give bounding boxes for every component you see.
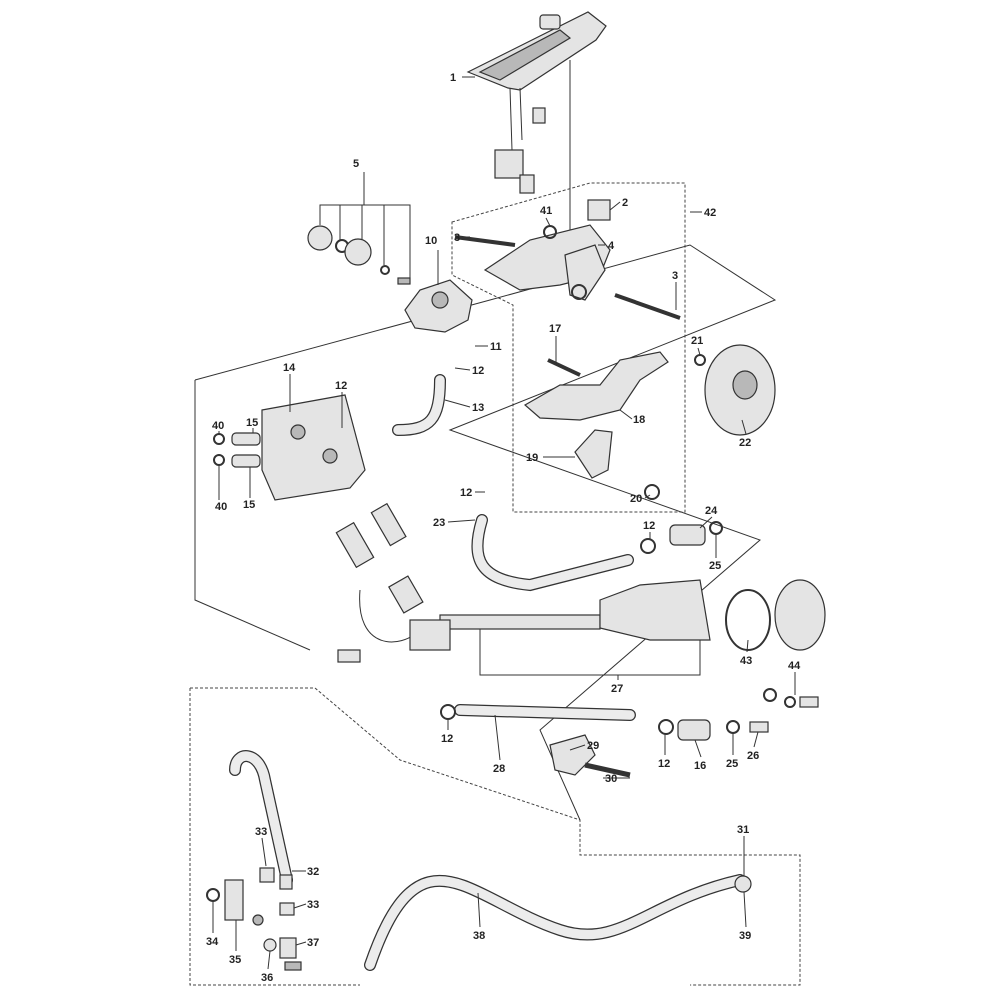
callout-label: 12 <box>335 380 347 392</box>
callout-label: 23 <box>433 517 445 529</box>
callout-label: 11 <box>490 341 502 353</box>
callout-label: 37 <box>307 937 319 949</box>
handle-cover-part[interactable] <box>466 11 607 240</box>
callout-label: 12 <box>658 758 670 770</box>
leader-line <box>746 639 749 653</box>
leader-line <box>609 201 621 211</box>
hose-fill <box>365 875 745 970</box>
knob-set-part[interactable] <box>307 172 411 285</box>
callout-label: 44 <box>788 660 801 672</box>
callout-label: 42 <box>704 207 716 219</box>
fittings-part[interactable] <box>439 521 819 778</box>
leader-line <box>743 891 747 928</box>
callout-label: 3 <box>672 270 678 282</box>
leader-line <box>569 744 586 751</box>
leader-line <box>545 217 551 227</box>
lockout-part[interactable] <box>574 429 660 500</box>
callout-label: 29 <box>587 740 599 752</box>
callout-label: 43 <box>740 655 752 667</box>
callout-label: 32 <box>307 866 319 878</box>
leader-line <box>494 714 501 761</box>
flywheel-part[interactable] <box>694 344 776 436</box>
callout-label: 34 <box>206 936 219 948</box>
leader-line <box>454 367 471 371</box>
callout-label: 33 <box>307 899 319 911</box>
callout-label: 40 <box>215 501 227 513</box>
callout-label: 41 <box>540 205 552 217</box>
callout-label: 27 <box>611 683 623 695</box>
hose-fill <box>393 375 445 435</box>
callout-label: 38 <box>473 930 485 942</box>
callout-label: 30 <box>605 773 617 785</box>
leader-line <box>699 516 713 529</box>
leader-line <box>267 950 271 970</box>
callout-label: 16 <box>694 760 706 772</box>
fuel-tap-part[interactable] <box>206 867 752 971</box>
leader-line <box>295 941 307 946</box>
callout-label: 24 <box>705 505 718 517</box>
hose-fill <box>472 515 633 590</box>
drive-shaft-part[interactable] <box>359 579 826 676</box>
pump-part[interactable] <box>404 250 473 333</box>
callout-label: 13 <box>472 402 484 414</box>
callout-label: 15 <box>246 417 258 429</box>
leader-line <box>741 419 747 435</box>
callout-label: 35 <box>229 954 241 966</box>
group-frame-left <box>194 380 311 651</box>
hoses <box>229 374 746 971</box>
callout-label: 36 <box>261 972 273 984</box>
callout-label: 19 <box>526 452 538 464</box>
hose-fill <box>455 705 635 720</box>
callout-label: 2 <box>622 197 628 209</box>
callout-label: 28 <box>493 763 505 775</box>
callout-label: 1 <box>450 72 456 84</box>
callout-label: 17 <box>549 323 561 335</box>
callout-label: 25 <box>709 560 721 572</box>
callout-label: 31 <box>737 824 749 836</box>
hose-outline <box>364 874 746 971</box>
leader-line <box>644 494 651 499</box>
leader-line <box>261 837 267 867</box>
leader-line <box>753 731 759 748</box>
group-frame-lower-left <box>189 688 360 986</box>
callout-label: 5 <box>353 158 359 170</box>
callout-label: 33 <box>255 826 267 838</box>
callout-label: 22 <box>739 437 751 449</box>
callout-label: 12 <box>441 733 453 745</box>
callout-label: 3 <box>454 232 460 244</box>
leader-lines <box>212 76 796 970</box>
callout-label: 12 <box>643 520 655 532</box>
callout-label: 25 <box>726 758 738 770</box>
callout-label: 4 <box>608 240 615 252</box>
callout-label: 12 <box>460 487 472 499</box>
leader-line <box>447 519 476 523</box>
callout-label: 21 <box>691 335 703 347</box>
callout-label: 15 <box>243 499 255 511</box>
leader-line <box>619 409 633 420</box>
hose-fill <box>230 751 292 885</box>
callout-label: 40 <box>212 420 224 432</box>
callout-label: 10 <box>425 235 437 247</box>
callout-label: 26 <box>747 750 759 762</box>
leader-line <box>697 347 701 356</box>
leader-line <box>293 903 307 909</box>
wire-connectors-part[interactable] <box>335 502 424 663</box>
callout-label: 39 <box>739 930 751 942</box>
callout-label: 20 <box>630 493 642 505</box>
group-frame-upper <box>194 244 777 821</box>
callout-label: 14 <box>283 362 296 374</box>
leader-line <box>444 399 471 408</box>
callout-label: 12 <box>472 365 484 377</box>
trigger-part[interactable] <box>523 351 669 421</box>
leader-line <box>694 739 702 758</box>
callout-label: 18 <box>633 414 645 426</box>
leader-line <box>477 892 481 928</box>
